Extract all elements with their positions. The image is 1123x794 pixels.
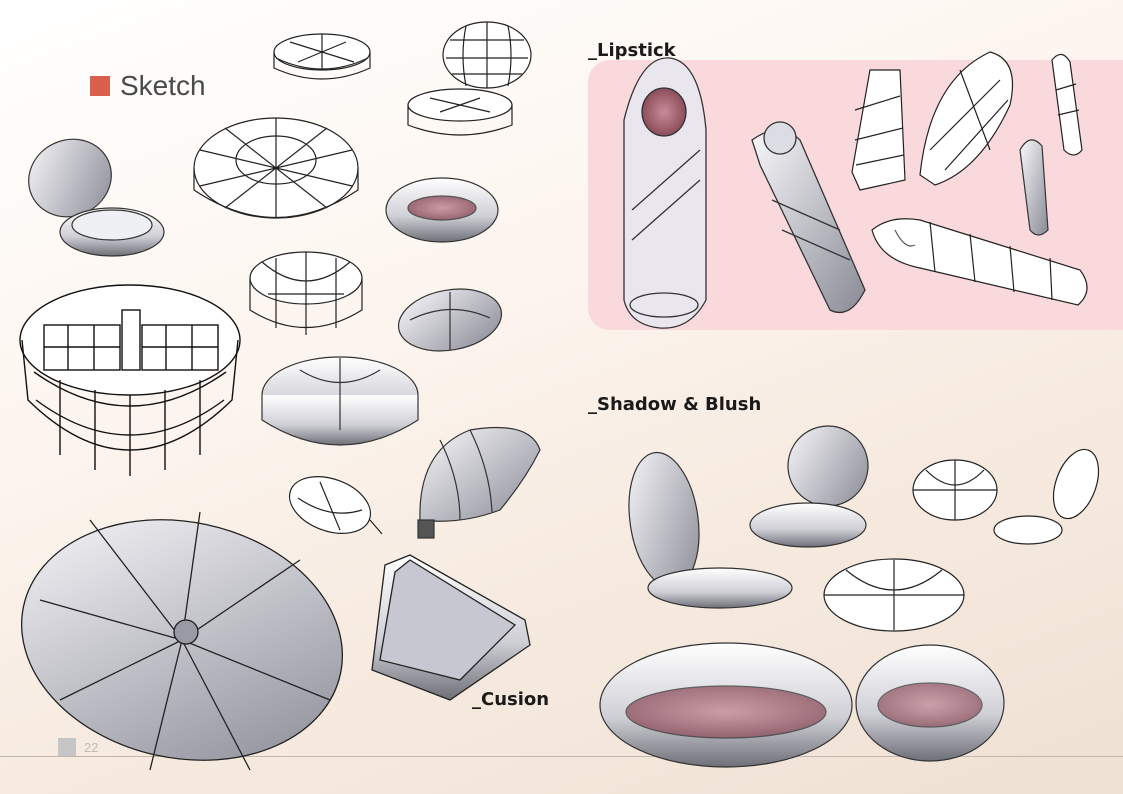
pillow-compact-shaded (397, 288, 503, 352)
page-number-marker (58, 738, 76, 756)
pod-wireframe-small (288, 476, 383, 535)
flower-cushion-shaded (21, 511, 343, 771)
footer-divider (0, 756, 1123, 757)
lipstick-wireframe-capsule (919, 51, 1014, 186)
dome-compact-shaded-large (599, 642, 853, 768)
compact-shaded-open (28, 138, 165, 257)
page-number: 22 (84, 740, 99, 755)
compact-open-wireframe-right (993, 448, 1100, 545)
compact-open-wireframe (407, 21, 532, 136)
round-compact-wireframe (249, 251, 363, 335)
triangle-cushion-shaded (371, 554, 531, 701)
puff-compact-shaded (261, 356, 419, 446)
lipstick-twisted-bullet (751, 121, 866, 314)
compact-open-shell-center (749, 425, 869, 548)
lipstick-clear-case-with-rose (623, 57, 707, 329)
lipstick-section-label: _Lipstick (588, 40, 676, 61)
dome-compact-shaded (385, 177, 499, 243)
compact-open-shell-left (628, 451, 793, 609)
compact-wireframe-small (273, 33, 371, 80)
large-segmented-wireframe (19, 284, 241, 476)
bell-compact-shaded (417, 426, 541, 539)
lipstick-bullet-shaded (1019, 139, 1049, 236)
segmented-compact-wireframe (193, 117, 359, 219)
shadow-blush-section-label: _Shadow & Blush (588, 394, 762, 415)
page-title-text: Sketch (120, 70, 206, 101)
page-title: Sketch (90, 70, 206, 102)
lipstick-wireframe-horizontal (871, 218, 1088, 306)
dome-compact-shaded-right (855, 644, 1005, 762)
dome-compact-wireframe-medium (823, 558, 965, 632)
lipstick-wireframe-slim (1051, 53, 1083, 156)
title-marker-square (90, 76, 110, 96)
cushion-section-label: _Cusion (472, 689, 550, 710)
dome-compact-wireframe-small (912, 459, 998, 521)
lipstick-wireframe-rose-top (851, 69, 906, 191)
